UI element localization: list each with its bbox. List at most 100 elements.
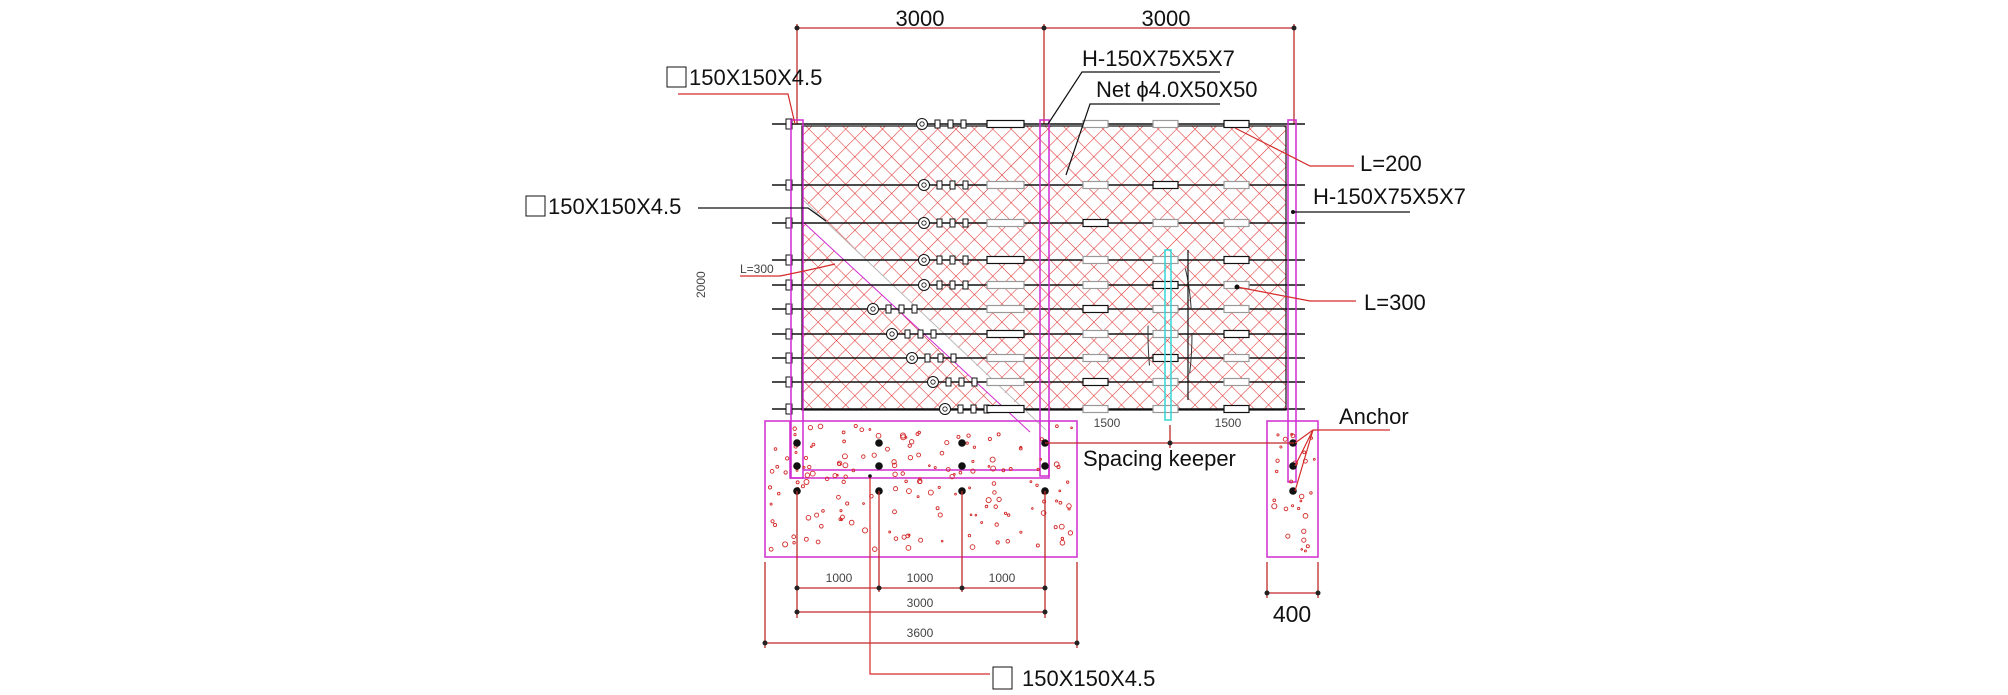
end-plate bbox=[785, 328, 793, 340]
aggregate-dot bbox=[892, 509, 897, 515]
end-plate bbox=[785, 279, 793, 291]
callout-l300-left: L=300 bbox=[740, 262, 836, 277]
label-l200: L=200 bbox=[1360, 151, 1422, 176]
aggregate-dot bbox=[980, 521, 984, 524]
aggregate-dot bbox=[1053, 525, 1058, 530]
aggregate-dot bbox=[1274, 469, 1279, 474]
aggregate-dot bbox=[944, 440, 950, 446]
aggregate-dot bbox=[770, 519, 775, 524]
turnbuckle bbox=[1223, 304, 1250, 314]
aggregate-dot bbox=[891, 462, 898, 469]
wire-clip-icon bbox=[917, 329, 924, 339]
aggregate-dot bbox=[1291, 504, 1295, 508]
aggregate-dot bbox=[933, 466, 937, 470]
aggregate-dot bbox=[1289, 479, 1294, 484]
shackle-pin bbox=[919, 121, 925, 127]
turnbuckle bbox=[986, 255, 1025, 265]
wire-clip-icon bbox=[911, 304, 918, 314]
aggregate-dot bbox=[1035, 543, 1040, 548]
aggregate-dot bbox=[901, 534, 907, 540]
aggregate-dot bbox=[940, 539, 944, 543]
aggregate-dot bbox=[1039, 437, 1044, 442]
aggregate-dot bbox=[773, 523, 778, 528]
wire-clip-icon bbox=[934, 119, 941, 129]
aggregate-dot bbox=[859, 427, 865, 433]
aggregate-dot bbox=[1279, 445, 1283, 449]
aggregate-dot bbox=[848, 519, 855, 526]
turnbuckle bbox=[1223, 180, 1250, 190]
turnbuckle bbox=[1082, 280, 1109, 290]
aggregate-dot bbox=[1005, 539, 1010, 544]
wire-clip-icon bbox=[962, 218, 969, 228]
turnbuckle bbox=[1223, 353, 1250, 363]
callout-right-post: H-150X75X5X7 bbox=[1291, 184, 1466, 214]
label-l300-right: L=300 bbox=[1364, 290, 1426, 315]
aggregate-dot bbox=[984, 504, 989, 509]
aggregate-dot bbox=[990, 465, 997, 472]
aggregate-dot bbox=[945, 467, 951, 472]
aggregate-dot bbox=[868, 428, 872, 431]
left-post bbox=[790, 119, 804, 479]
square-section-icon bbox=[525, 195, 546, 217]
aggregate-dot bbox=[1302, 513, 1309, 519]
aggregate-dot bbox=[968, 486, 972, 490]
shackle-icon bbox=[867, 303, 879, 315]
aggregate-dot bbox=[991, 481, 997, 486]
end-plate bbox=[785, 403, 793, 415]
aggregate-dot bbox=[1271, 503, 1278, 510]
aggregate-dot bbox=[803, 455, 809, 461]
anchor-total-dim: 3000 bbox=[907, 596, 934, 610]
aggregate-dot bbox=[1018, 446, 1023, 451]
label-bottom-member: 150X150X4.5 bbox=[1022, 666, 1155, 691]
wire-rope bbox=[772, 376, 1305, 388]
aggregate-dot bbox=[971, 459, 975, 463]
wire-clip-icon bbox=[970, 404, 977, 414]
aggregate-dot bbox=[845, 501, 850, 506]
wire-clip-icon bbox=[936, 218, 943, 228]
shackle-icon bbox=[916, 118, 928, 130]
aggregate-dot bbox=[776, 491, 781, 496]
shackle-pin bbox=[930, 379, 936, 385]
span-dim-right: 1500 bbox=[1215, 416, 1242, 430]
wire-clip-icon bbox=[960, 119, 967, 129]
aggregate-dot bbox=[970, 468, 976, 474]
aggregate-dot bbox=[893, 536, 899, 541]
aggregate-dot bbox=[842, 462, 849, 469]
aggregate-dot bbox=[915, 432, 920, 436]
anchor-spacing-1: 1000 bbox=[826, 571, 853, 585]
anchor-spacing-2: 1000 bbox=[907, 571, 934, 585]
aggregate-dot bbox=[1297, 506, 1301, 511]
aggregate-dot bbox=[1029, 480, 1033, 484]
label-anchor: Anchor bbox=[1339, 404, 1409, 429]
aggregate-dot bbox=[862, 502, 865, 505]
aggregate-dot bbox=[900, 471, 905, 476]
wire-clip-icon bbox=[947, 119, 954, 129]
end-plate bbox=[785, 352, 793, 364]
aggregate-dot bbox=[836, 473, 839, 477]
square-section-icon bbox=[992, 666, 1013, 690]
aggregate-dot bbox=[888, 530, 892, 534]
aggregate-dot bbox=[1312, 457, 1316, 461]
aggregate-dot bbox=[1067, 507, 1071, 511]
anchor-spacing-3: 1000 bbox=[989, 571, 1016, 585]
aggregate-dot bbox=[842, 439, 846, 444]
turnbuckle bbox=[986, 353, 1025, 363]
aggregate-dot bbox=[935, 506, 940, 511]
aggregate-dot bbox=[782, 541, 789, 548]
label-middle-post: H-150X75X5X7 bbox=[1082, 46, 1235, 71]
aggregate-dot bbox=[907, 455, 914, 461]
turnbuckle bbox=[1082, 218, 1109, 228]
aggregate-dot bbox=[985, 497, 992, 504]
wire-clip-icon bbox=[904, 329, 911, 339]
dim-label-right-span: 3000 bbox=[1142, 6, 1191, 31]
turnbuckle bbox=[1152, 119, 1179, 129]
aggregate-dot bbox=[768, 546, 774, 552]
aggregate-dot bbox=[907, 443, 912, 448]
aggregate-dot bbox=[802, 465, 806, 469]
aggregate-dot bbox=[937, 485, 941, 489]
aggregate-dot bbox=[1285, 533, 1291, 539]
aggregate-dot bbox=[1036, 467, 1040, 472]
aggregate-dot bbox=[916, 452, 921, 458]
aggregate-dot bbox=[993, 504, 998, 509]
anchor-bolt bbox=[875, 462, 883, 470]
